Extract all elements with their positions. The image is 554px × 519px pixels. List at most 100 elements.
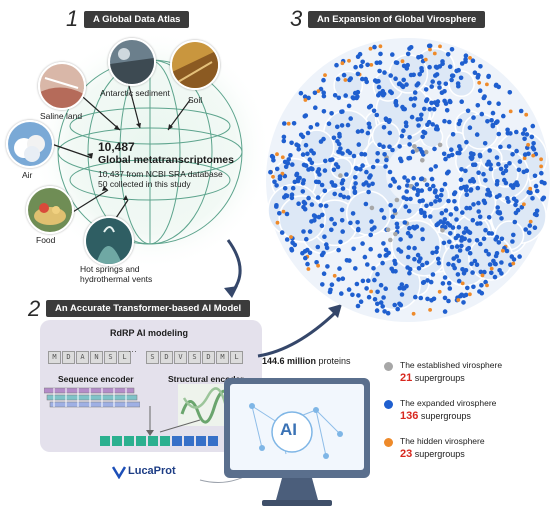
expanded-virus-dot xyxy=(415,252,421,258)
expanded-virus-dot xyxy=(378,300,384,305)
sequence-token: D xyxy=(202,351,215,364)
expanded-virus-dot xyxy=(442,295,448,301)
hidden-virus-dot xyxy=(347,58,351,63)
expanded-virus-dot xyxy=(478,241,483,247)
expanded-virus-dot xyxy=(407,270,412,276)
encoder-merge-arrows xyxy=(146,406,201,436)
expanded-virus-dot xyxy=(303,142,309,148)
expanded-virus-dot xyxy=(494,155,500,160)
expanded-virus-dot xyxy=(377,91,383,96)
expanded-virus-dot xyxy=(351,153,357,159)
expanded-virus-dot xyxy=(313,179,319,185)
expanded-virus-dot xyxy=(437,85,442,90)
expanded-virus-dot xyxy=(305,151,310,157)
expanded-virus-dot xyxy=(401,77,406,83)
structural-encoder-label: Structural encoder xyxy=(168,374,244,384)
expanded-virus-dot xyxy=(496,131,502,137)
expanded-virus-dot xyxy=(355,227,361,233)
expanded-virus-dot xyxy=(435,256,441,262)
expanded-virus-dot xyxy=(434,249,439,255)
expanded-virus-dot xyxy=(435,99,441,104)
expanded-virus-dot xyxy=(340,178,346,183)
expanded-virus-dot xyxy=(467,250,473,256)
expanded-virus-dot xyxy=(302,94,308,99)
expanded-virus-dot xyxy=(358,167,363,172)
expanded-virus-dot xyxy=(443,225,448,230)
expanded-virus-dot xyxy=(396,185,402,190)
expanded-virus-dot xyxy=(381,241,386,246)
expanded-virus-dot xyxy=(522,136,527,142)
expanded-virus-dot xyxy=(427,186,433,192)
expanded-virus-dot xyxy=(516,167,522,173)
expanded-virus-dot xyxy=(430,79,435,84)
expanded-virus-dot xyxy=(283,164,289,169)
legend-item-hidden: The hidden virosphere 23 supergroups xyxy=(384,434,549,472)
expanded-virus-dot xyxy=(467,125,473,130)
expanded-virus-dot xyxy=(412,96,418,101)
expanded-virus-dot xyxy=(351,95,356,101)
expanded-virus-dot xyxy=(354,281,360,287)
section-2-title: An Accurate Transformer-based AI Model xyxy=(46,300,251,317)
expanded-virus-dot xyxy=(330,157,335,162)
expanded-virus-dot xyxy=(350,292,355,298)
protein-count-unit: proteins xyxy=(316,356,351,366)
expanded-virus-dot xyxy=(449,147,454,152)
expanded-virus-dot xyxy=(289,195,295,201)
expanded-virus-dot xyxy=(439,187,445,193)
expanded-virus-dot xyxy=(441,151,447,157)
expanded-virus-dot xyxy=(323,158,328,164)
expanded-virus-dot xyxy=(277,211,282,216)
expanded-virus-dot xyxy=(290,185,296,191)
expanded-virus-dot xyxy=(465,285,470,291)
expanded-virus-dot xyxy=(442,217,448,222)
expanded-virus-dot xyxy=(431,106,437,112)
expanded-virus-dot xyxy=(429,176,435,182)
expanded-virus-dot xyxy=(337,149,342,155)
expanded-virus-dot xyxy=(344,172,349,177)
expanded-virus-dot xyxy=(355,71,361,77)
established-virus-dot xyxy=(385,227,391,233)
expanded-virus-dot xyxy=(397,144,402,149)
hot-springs-label-line1: Hot springs and xyxy=(80,264,140,274)
expanded-virus-dot xyxy=(531,147,537,152)
expanded-virus-dot xyxy=(496,161,501,167)
expanded-virus-dot xyxy=(436,80,442,86)
expanded-virus-dot xyxy=(512,182,517,187)
expanded-virus-dot xyxy=(498,144,503,150)
expanded-virus-dot xyxy=(336,277,341,282)
expanded-virus-dot xyxy=(344,258,350,263)
expanded-virus-dot xyxy=(345,122,351,128)
expanded-virus-dot xyxy=(483,279,488,285)
expanded-virus-dot xyxy=(450,132,456,137)
expanded-virus-dot xyxy=(375,158,380,164)
expanded-virus-dot xyxy=(341,72,347,78)
established-virus-dot xyxy=(388,237,393,243)
saline-land-photo xyxy=(38,62,86,110)
expanded-virus-dot xyxy=(355,129,361,134)
expanded-virus-dot xyxy=(458,177,464,183)
expanded-virus-dot xyxy=(449,47,455,52)
expanded-virus-dot xyxy=(407,266,413,272)
expanded-virus-dot xyxy=(459,167,464,172)
expanded-virus-dot xyxy=(366,121,372,127)
expanded-virus-dot xyxy=(339,207,345,213)
hidden-virus-dot xyxy=(528,219,533,224)
expanded-virus-dot xyxy=(394,102,399,108)
embedding-vector xyxy=(100,436,218,446)
expanded-virus-dot xyxy=(492,274,498,280)
expanded-virus-dot xyxy=(444,108,450,113)
hidden-virus-dot xyxy=(508,109,513,114)
expanded-virus-dot xyxy=(366,189,371,195)
expanded-virus-dot xyxy=(388,183,393,188)
expanded-virus-dot xyxy=(424,182,430,188)
expanded-virus-dot xyxy=(432,190,438,195)
expanded-virus-dot xyxy=(447,223,453,228)
legend-count-value: 23 xyxy=(400,448,413,460)
expanded-virus-dot xyxy=(325,264,330,269)
expanded-virus-dot xyxy=(372,277,377,283)
expanded-virus-dot xyxy=(459,99,464,104)
expanded-virus-dot xyxy=(348,76,353,81)
expanded-virus-dot xyxy=(404,82,409,87)
expanded-virus-dot xyxy=(440,59,445,64)
expanded-virus-dot xyxy=(284,211,290,217)
